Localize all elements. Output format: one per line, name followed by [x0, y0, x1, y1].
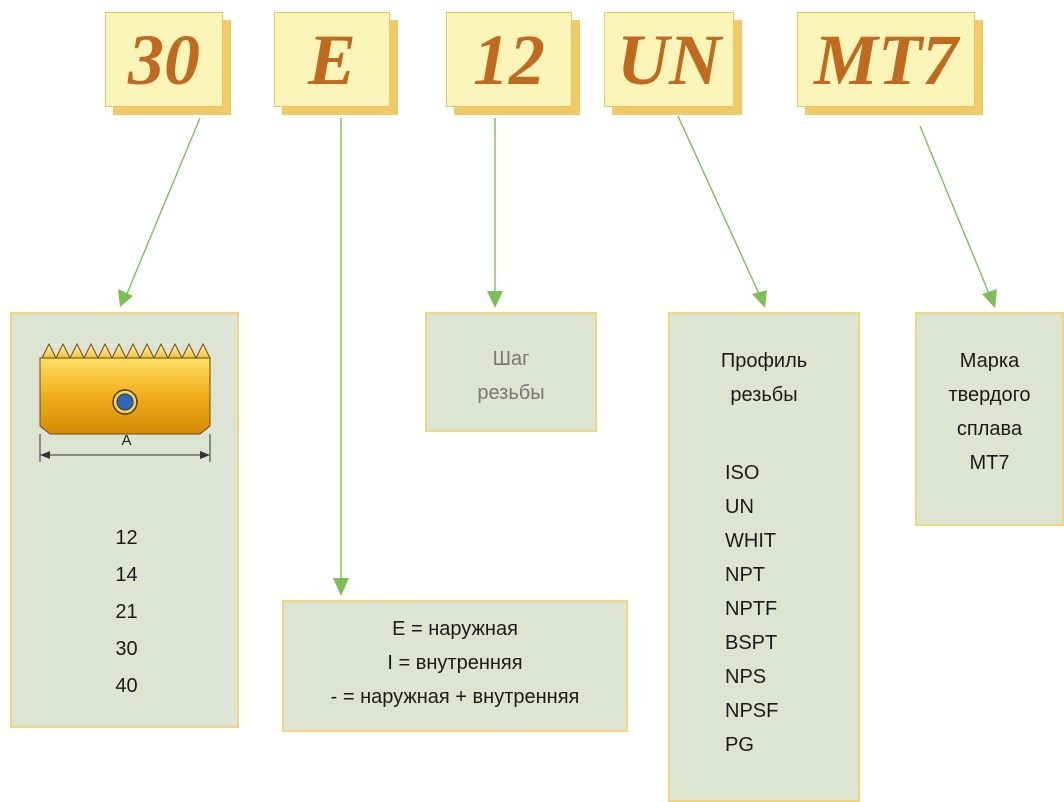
size-value: 30 [115, 638, 138, 660]
profile-item: WHIT [725, 530, 777, 552]
code-grade-text: MT7 [814, 19, 958, 100]
code-box-size: 30 [105, 12, 223, 107]
insert-hole [116, 393, 134, 411]
size-value: 21 [115, 601, 138, 623]
code-profile-text: UN [617, 19, 721, 100]
arrow-profile [677, 115, 761, 297]
code-box-type: E [274, 12, 390, 107]
profile-item: UN [725, 496, 754, 518]
arrowhead-size [118, 289, 133, 307]
grade-line: твердого [948, 384, 1031, 406]
profile-item: ISO [725, 462, 760, 484]
grade-line: Марка [959, 350, 1020, 372]
type-lines: E = наружная I = внутренняя - = наружная… [284, 612, 626, 714]
pitch-label: Шаг резьбы [427, 342, 595, 410]
profile-item: NPSF [725, 700, 779, 722]
grade-lines: Марка твердого сплава MT7 [917, 344, 1062, 480]
arrowhead-grade [982, 289, 997, 308]
profile-box: Профиль резьбы ISO UN WHIT NPT NPTF BSPT… [668, 312, 860, 802]
code-box-pitch: 12 [446, 12, 572, 107]
grade-line: MT7 [969, 452, 1010, 474]
profile-item: BSPT [725, 632, 778, 654]
insert-teeth [41, 342, 211, 360]
profile-item: NPT [725, 564, 765, 586]
pitch-line: Шаг [492, 348, 530, 370]
code-box-profile: UN [604, 12, 734, 107]
pitch-line: резьбы [477, 382, 545, 404]
size-box: A 12 14 21 30 40 [10, 312, 239, 728]
grade-box: Марка твердого сплава MT7 [915, 312, 1064, 526]
profile-item: NPTF [725, 598, 778, 620]
profile-item: PG [725, 734, 754, 756]
arrowhead-pitch [487, 291, 503, 308]
profile-list: ISO UN WHIT NPT NPTF BSPT NPS NPSF PG [670, 456, 858, 762]
arrow-size [125, 117, 201, 297]
insert-drawing [39, 342, 211, 462]
code-pitch-text: 12 [473, 19, 545, 100]
type-line: E = наружная [392, 618, 518, 640]
profile-title: Профиль резьбы [670, 344, 858, 412]
code-type-text: E [307, 19, 357, 100]
profile-title-line: Профиль [720, 350, 808, 372]
code-size-text: 30 [128, 19, 200, 100]
dimension-label: A [121, 432, 132, 449]
arrowhead-profile [752, 290, 767, 308]
size-value: 12 [115, 527, 138, 549]
type-box: E = наружная I = внутренняя - = наружная… [282, 600, 628, 732]
type-line: - = наружная + внутренняя [330, 686, 580, 708]
profile-title-line: резьбы [730, 384, 798, 406]
arrow-grade [919, 125, 991, 297]
size-value: 14 [115, 564, 138, 586]
profile-item: NPS [725, 666, 767, 688]
grade-line: сплава [956, 418, 1023, 440]
pitch-box: Шаг резьбы [425, 312, 597, 432]
arrowhead-type [333, 578, 349, 596]
size-value: 40 [115, 675, 138, 697]
code-box-grade: MT7 [797, 12, 975, 107]
size-values: 12 14 21 30 40 [12, 520, 241, 705]
type-line: I = внутренняя [387, 652, 523, 674]
